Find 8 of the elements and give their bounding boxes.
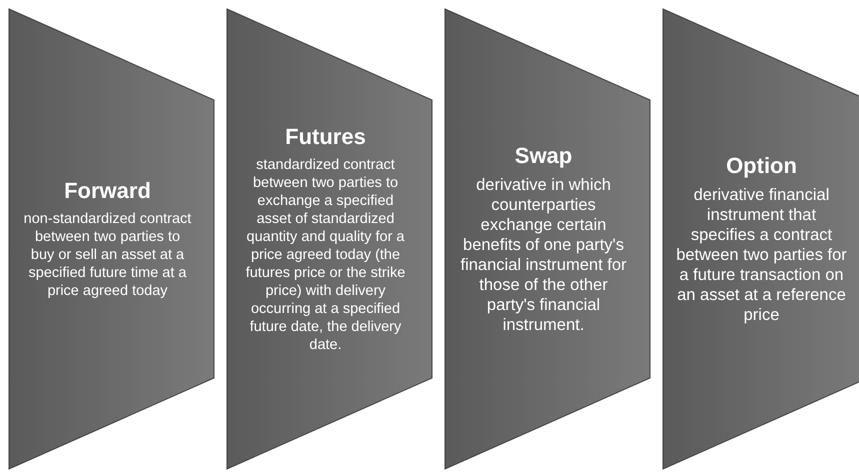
heading: Option [726,153,797,179]
heading: Futures [285,124,366,150]
heading: Forward [64,178,151,204]
description: derivative financial instrument that specifies a contract between two parties for a future transaction on an asset at a reference price [676,185,847,325]
description: derivative in which counterparties exchange certain benefits of one party's financial instrument for those of the other party's financial instrument. [460,175,628,335]
description: standardized contract between two parties to exchange a specified asset of standardized quantity and quality for a price agreed today (the futures price or the strike price) with delivery occurring at a specified future date, the delivery date. [244,156,406,354]
heading: Swap [514,143,572,169]
description: non-standardized contract between two parties to buy or sell an asset at a specified future time at a price agreed today [22,210,192,300]
